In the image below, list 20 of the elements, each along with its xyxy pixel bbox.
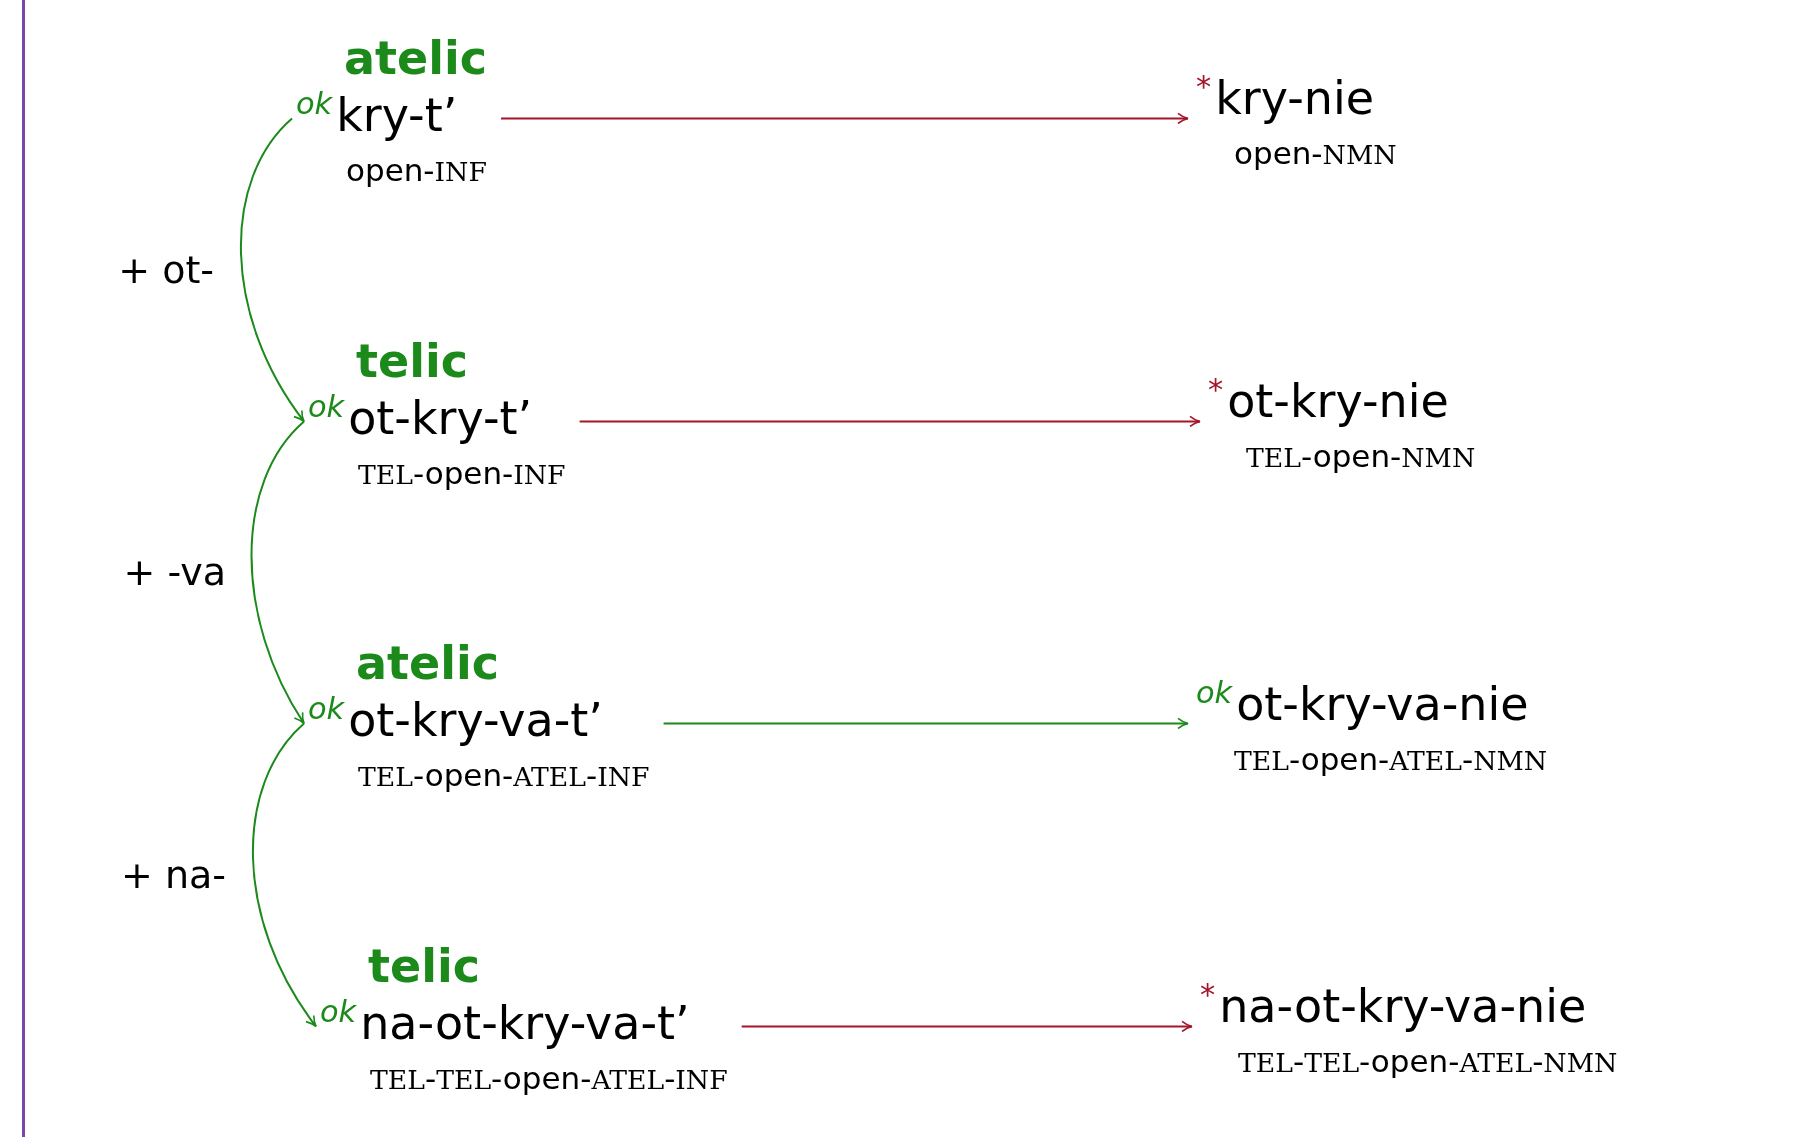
word-form: $^{ok}$ot-kry-va-nie — [1196, 674, 1529, 733]
word-form: $^{*}$ot-kry-nie — [1208, 371, 1449, 430]
word-form: $^{ok}$ot-kry-t’ — [308, 387, 533, 447]
word-form: $^{*}$kry-nie — [1196, 68, 1374, 127]
gloss: TEL-open-INF — [358, 455, 566, 493]
aspect-heading: telic — [356, 335, 468, 388]
aspect-heading: atelic — [344, 32, 488, 85]
gloss: TEL-open-NMN — [1246, 438, 1476, 476]
gloss: open-NMN — [1234, 135, 1397, 173]
word-form: $^{ok}$kry-t’ — [296, 84, 458, 144]
aspect-heading: atelic — [356, 637, 500, 690]
gloss: TEL-TEL-open-ATEL-INF — [370, 1060, 728, 1098]
gloss: TEL-open-ATEL-INF — [358, 757, 650, 795]
gloss: open-INF — [346, 152, 487, 190]
word-form: $^{*}$na-ot-kry-va-nie — [1200, 976, 1587, 1035]
aspect-heading: telic — [368, 940, 480, 993]
word-form: $^{ok}$ot-kry-va-t’ — [308, 689, 603, 749]
gloss: TEL-TEL-open-ATEL-NMN — [1238, 1043, 1618, 1081]
gloss: TEL-open-ATEL-NMN — [1234, 741, 1548, 779]
word-form: $^{ok}$na-ot-kry-va-t’ — [320, 992, 690, 1052]
